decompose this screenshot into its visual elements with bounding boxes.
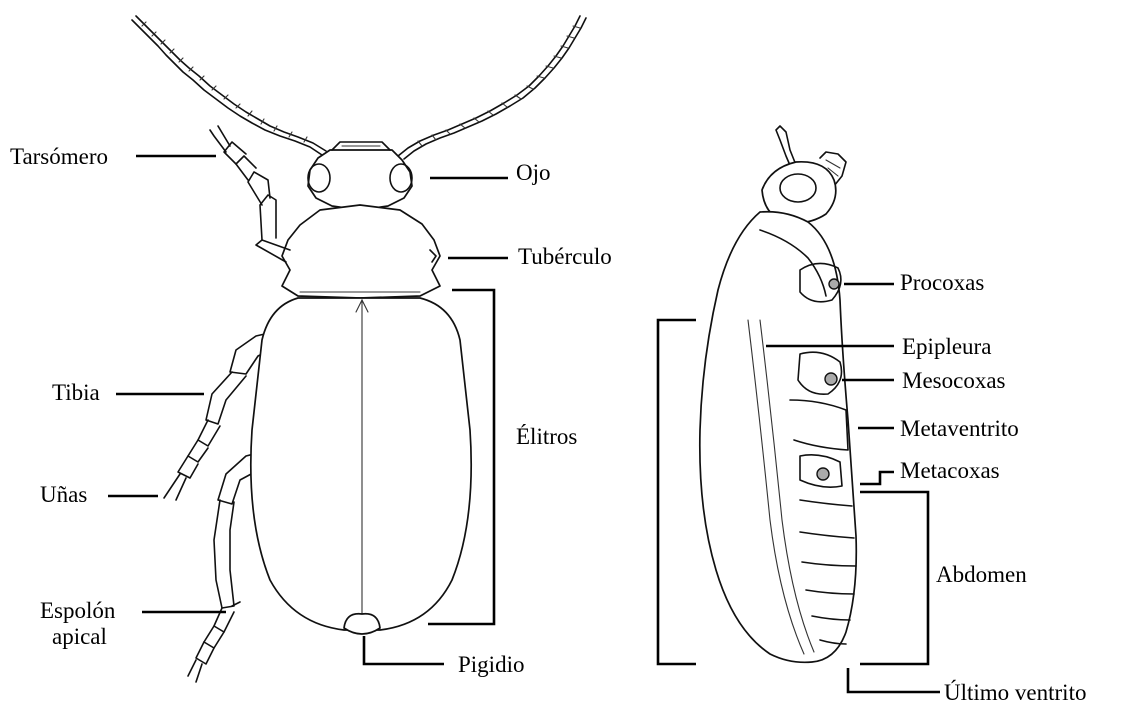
- fore-leg-left: [210, 126, 290, 262]
- pronotum: [282, 205, 440, 298]
- label-tibia: Tibia: [52, 380, 100, 405]
- label-elitros: Élitros: [516, 424, 577, 449]
- label-tuberculo: Tubérculo: [518, 244, 612, 269]
- label-unas: Uñas: [40, 482, 87, 507]
- head: [308, 150, 412, 210]
- label-tarsomero: Tarsómero: [10, 144, 108, 169]
- antenna-left: [132, 16, 326, 155]
- elytra: [251, 298, 471, 630]
- label-mesocoxas: Mesocoxas: [902, 368, 1006, 393]
- label-ultimo-ventrito: Último ventrito: [944, 679, 1086, 705]
- mesocoxa-dot: [825, 373, 837, 385]
- pygidium: [344, 614, 380, 634]
- label-metacoxas: Metacoxas: [900, 458, 1000, 483]
- label-pigidio: Pigidio: [458, 652, 524, 677]
- metacoxa-dot: [817, 468, 829, 480]
- label-metaventrito: Metaventrito: [900, 416, 1019, 441]
- label-procoxas: Procoxas: [900, 270, 984, 295]
- label-espolon-line2: apical: [52, 624, 107, 649]
- label-abdomen: Abdomen: [936, 562, 1027, 587]
- antenna-right: [398, 16, 586, 159]
- label-ojo: Ojo: [516, 160, 551, 185]
- label-epipleura: Epipleura: [902, 334, 991, 359]
- label-espolon-line1: Espolón: [40, 598, 116, 623]
- leader-ultimo-ventrito: [848, 668, 940, 692]
- bracket-abdomen: [860, 492, 928, 664]
- lateral-view-beetle: [700, 126, 856, 662]
- leader-metacoxas: [860, 472, 894, 484]
- procoxa-dot: [829, 279, 839, 289]
- leader-pigidio: [364, 636, 444, 664]
- dorsal-view-beetle: [132, 16, 586, 682]
- bracket-lateral-left: [658, 320, 696, 664]
